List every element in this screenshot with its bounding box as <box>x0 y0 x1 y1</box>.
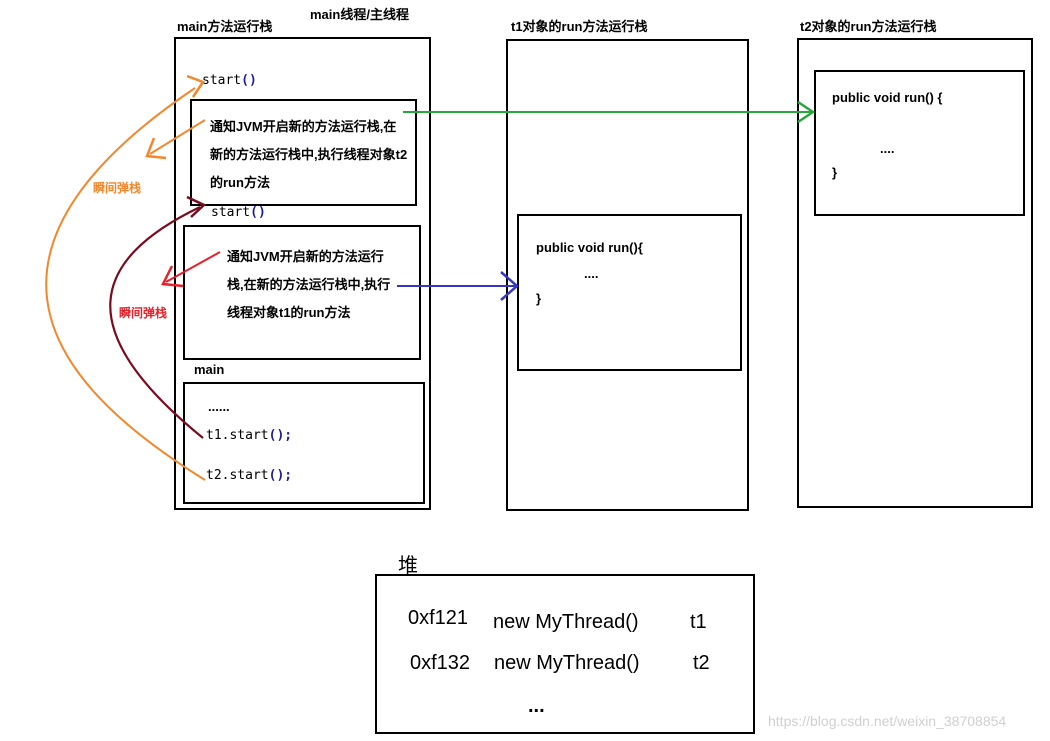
frame-main-call-t2: t2.start(); <box>206 468 292 483</box>
main-thread-title: main线程/主线程 <box>310 7 409 22</box>
heap-row-2-object: new MyThread() <box>494 652 640 674</box>
arrow-red-pop <box>161 251 221 288</box>
watermark: https://blog.csdn.net/weixin_38708854 <box>768 713 1007 729</box>
t2-run-frame <box>814 70 1025 216</box>
arrow-green-to-t2 <box>403 100 816 124</box>
heap-box <box>375 574 755 734</box>
call-t1-tail: (); <box>268 428 293 443</box>
main-stack-title: main方法运行栈 <box>177 19 273 34</box>
heap-row-1-address: 0xf121 <box>408 607 469 629</box>
t1-run-line1: public void run(){ <box>536 240 643 255</box>
frame-top <box>190 99 417 206</box>
t2-run-line3: } <box>832 165 838 180</box>
frame-main <box>183 382 425 504</box>
heap-row-1-object: new MyThread() <box>493 611 639 633</box>
t1-stack-title: t1对象的run方法运行栈 <box>511 19 648 34</box>
t2-run-line2: .... <box>880 141 895 156</box>
arrow-darkred-curve <box>109 195 207 439</box>
call-t2-tail: (); <box>268 468 293 483</box>
frame-main-call-t1: t1.start(); <box>206 428 292 443</box>
frame-middle-start-label: start() <box>211 205 266 220</box>
call-t2-text: t2.start <box>206 468 269 483</box>
frame-middle-method: start <box>211 205 251 220</box>
frame-main-label: main <box>194 362 225 377</box>
call-t1-text: t1.start <box>206 428 269 443</box>
pop-label-orange: 瞬间弹栈 <box>93 181 142 195</box>
heap-title: 堆 <box>398 555 418 577</box>
t2-stack-title: t2对象的run方法运行栈 <box>800 19 937 34</box>
heap-row-2-address: 0xf132 <box>410 652 471 674</box>
frame-top-start-label: start() <box>202 73 257 88</box>
frame-middle-parens: () <box>250 205 266 220</box>
frame-top-parens: () <box>241 73 257 88</box>
arrow-orange-pop <box>145 119 206 160</box>
t1-run-line3: } <box>536 291 542 306</box>
t1-stack <box>506 39 749 511</box>
frame-middle <box>183 225 421 360</box>
arrow-blue-to-t1 <box>397 271 519 301</box>
frame-top-method: start <box>202 73 242 88</box>
t1-run-line2: .... <box>584 266 599 281</box>
pop-label-red: 瞬间弹栈 <box>119 306 168 320</box>
t2-stack <box>797 38 1033 508</box>
heap-row-1-ref: t1 <box>690 611 707 633</box>
arrow-orange-curve <box>45 74 206 481</box>
main-stack <box>174 37 431 510</box>
frame-main-ellipsis: ...... <box>208 399 230 414</box>
heap-row-2-ref: t2 <box>693 652 710 674</box>
heap-ellipsis: ... <box>528 695 545 717</box>
t2-run-line1: public void run() { <box>832 90 943 105</box>
frame-middle-description: 通知JVM开启新的方法运行栈,在新的方法运行栈中,执行线程对象t1的run方法 <box>227 249 391 320</box>
t1-run-frame <box>517 214 742 371</box>
frame-top-description: 通知JVM开启新的方法运行栈,在新的方法运行栈中,执行线程对象t2的run方法 <box>210 119 408 190</box>
